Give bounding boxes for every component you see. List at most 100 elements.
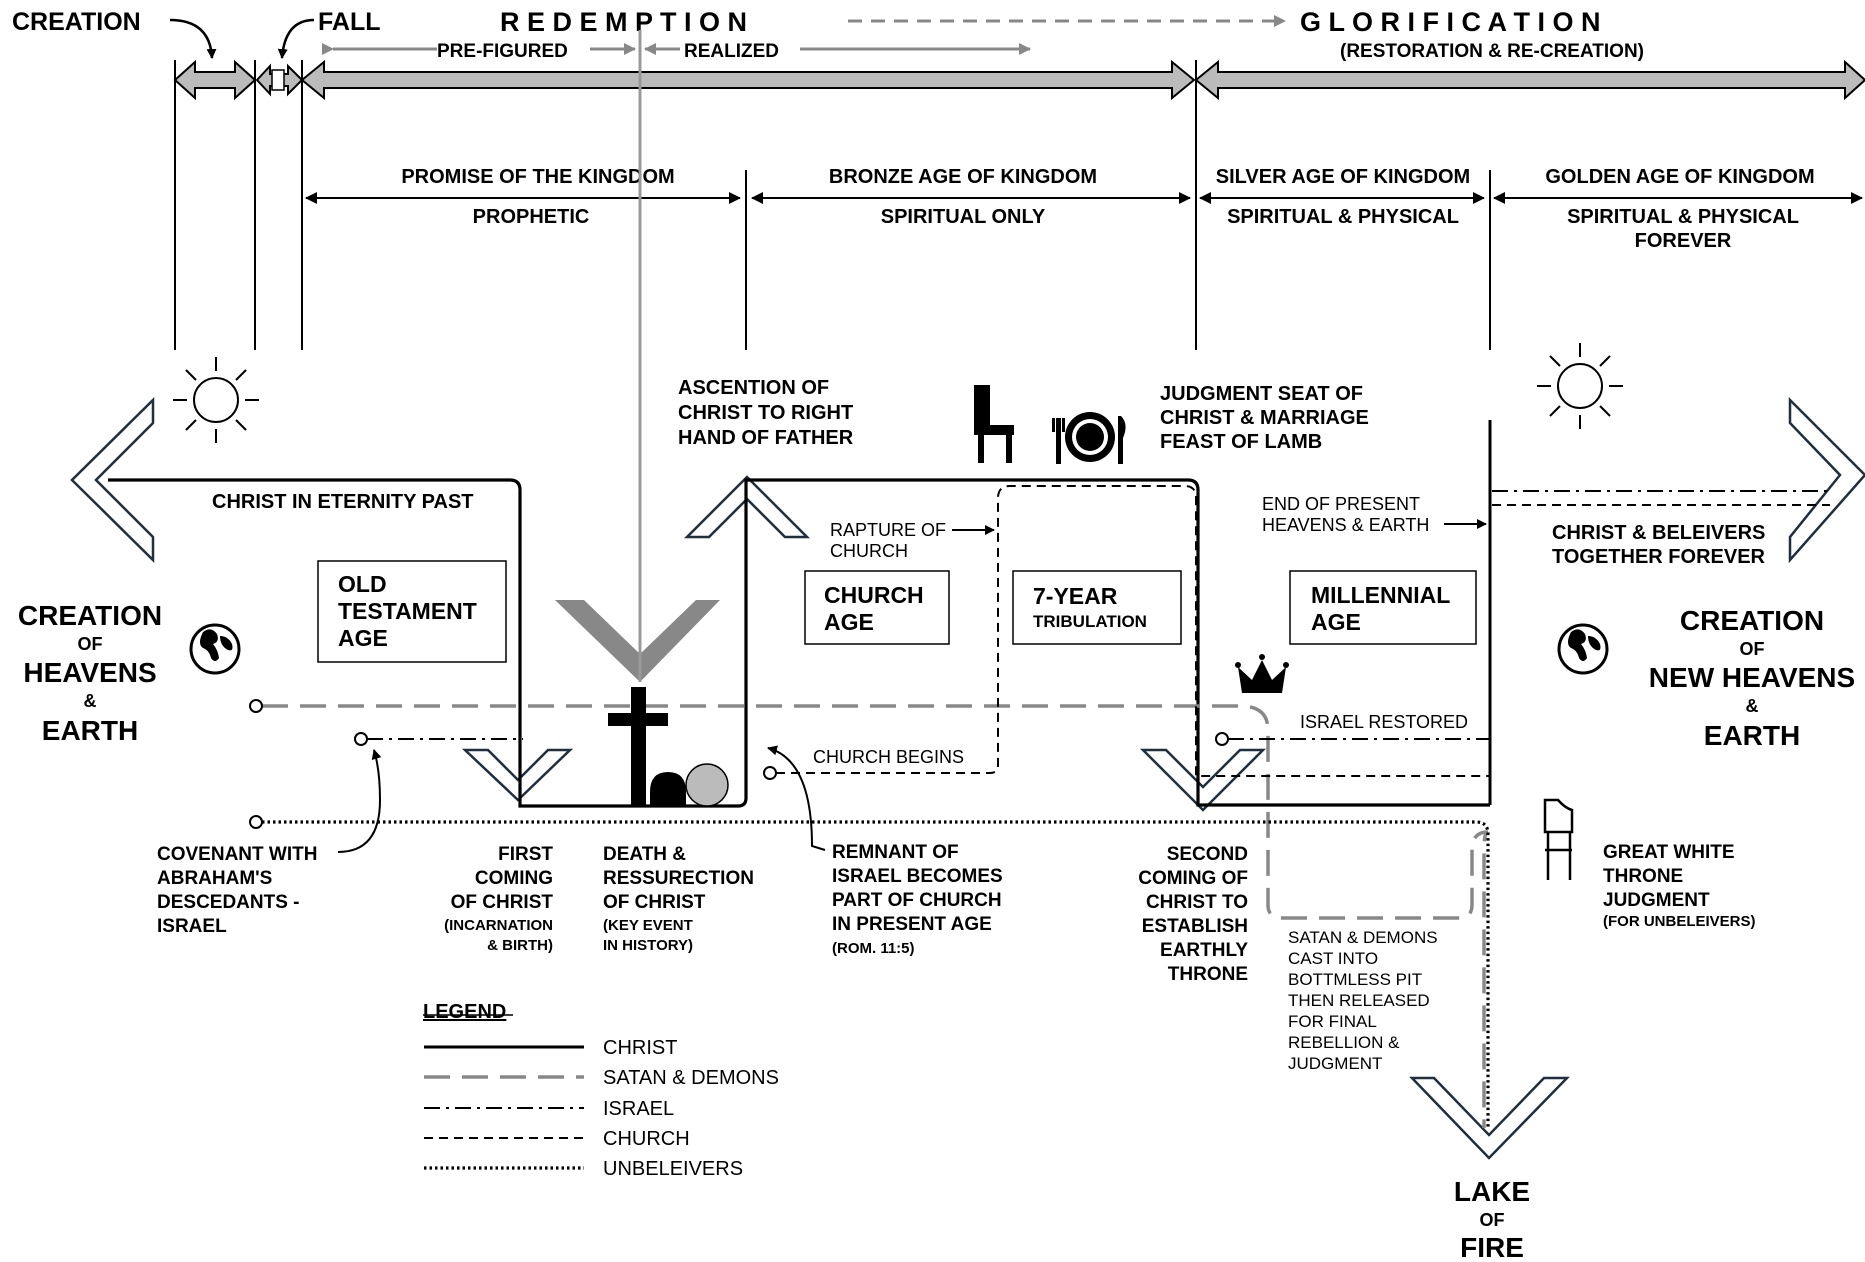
svg-text:CHRIST & MARRIAGE: CHRIST & MARRIAGE [1160, 407, 1369, 429]
first-coming-chevron [461, 748, 574, 802]
svg-text:COMING OF: COMING OF [1138, 868, 1248, 889]
svg-text:EARTH: EARTH [42, 715, 138, 746]
church-age-box [804, 570, 950, 645]
throne-icon [1543, 798, 1574, 880]
svg-text:(ROM. 11:5): (ROM. 11:5) [832, 940, 915, 957]
crown-icon [1235, 654, 1289, 693]
globe-icon [1557, 623, 1609, 675]
together-forever-label: CHRIST & BELEIVERS TOGETHER FOREVER [1552, 522, 1766, 568]
svg-text:CHRIST TO: CHRIST TO [1146, 892, 1248, 913]
israel-restored-node [1215, 732, 1229, 746]
first-coming-label: FIRST COMING OF CHRIST (INCARNATION & BI… [444, 844, 553, 954]
svg-text:GREAT WHITE: GREAT WHITE [1603, 842, 1735, 863]
svg-text:RAPTURE OF: RAPTURE OF [830, 520, 946, 540]
ascension-label: ASCENTION OF CHRIST TO RIGHT HAND OF FAT… [678, 377, 854, 449]
svg-text:IN PRESENT AGE: IN PRESENT AGE [832, 914, 992, 935]
covenant-label: COVENANT WITH ABRAHAM'S DESCEDANTS - ISR… [157, 844, 317, 937]
tribulation-line2: TRIBULATION [1033, 612, 1147, 631]
satan-start-node [249, 699, 263, 713]
glorification-span-bar [1194, 59, 1865, 101]
svg-text:ESTABLISH: ESTABLISH [1142, 916, 1248, 937]
eternity-past-chevron [70, 397, 155, 563]
svg-text:TOGETHER FOREVER: TOGETHER FOREVER [1552, 546, 1766, 568]
legend-label-church: CHURCH [603, 1128, 690, 1150]
svg-text:CHRIST TO RIGHT: CHRIST TO RIGHT [678, 402, 853, 424]
globe-icon [189, 623, 241, 675]
redemption-era-label: R E D E M P T I O N [500, 7, 747, 37]
svg-text:FEAST OF LAMB: FEAST OF LAMB [1160, 431, 1322, 453]
realized-label: REALIZED [684, 41, 779, 62]
great-white-throne-label: GREAT WHITE THRONE JUDGMENT (FOR UNBELEI… [1603, 842, 1756, 930]
svg-text:REMNANT OF: REMNANT OF [832, 842, 959, 863]
svg-text:HAND OF FATHER: HAND OF FATHER [678, 427, 854, 449]
unbelievers-line [262, 820, 1490, 1128]
tomb-icon [650, 763, 729, 807]
creation-heavens-label: CREATION OF HEAVENS & EARTH [18, 600, 162, 746]
fall-era-label: FALL [318, 8, 381, 36]
fall-pointer [277, 18, 315, 59]
svg-text:OF CHRIST: OF CHRIST [451, 892, 554, 913]
israel-restored-label: ISRAEL RESTORED [1300, 712, 1468, 732]
golden-title: GOLDEN AGE OF KINGDOM [1545, 166, 1814, 188]
covenant-pointer [337, 749, 382, 853]
era-span-bars [173, 59, 1865, 101]
svg-text:CHURCH: CHURCH [830, 541, 908, 561]
svg-text:HEAVENS: HEAVENS [23, 657, 156, 688]
legend-label-israel: ISRAEL [603, 1098, 674, 1120]
prefigured-label: PRE-FIGURED [437, 41, 568, 62]
svg-text:CAST INTO: CAST INTO [1288, 949, 1378, 968]
ot-age-line2: TESTAMENT [338, 598, 477, 624]
svg-text:COVENANT WITH: COVENANT WITH [157, 844, 317, 865]
remnant-label: REMNANT OF ISRAEL BECOMES PART OF CHURCH… [832, 842, 1003, 957]
svg-text:FIRST: FIRST [498, 844, 553, 865]
svg-text:(INCARNATION: (INCARNATION [444, 917, 553, 934]
tribulation-box [1012, 570, 1182, 645]
creation-pointer [169, 18, 217, 59]
svg-text:&: & [1746, 696, 1759, 716]
svg-text:EARTHLY: EARTHLY [1160, 940, 1248, 961]
christ-eternity-label: CHRIST IN ETERNITY PAST [212, 491, 474, 513]
svg-text:ISRAEL BECOMES: ISRAEL BECOMES [832, 866, 1003, 887]
svg-text:FOR FINAL: FOR FINAL [1288, 1012, 1377, 1031]
svg-text:DESCEDANTS -: DESCEDANTS - [157, 892, 300, 913]
svg-text:SECOND: SECOND [1167, 844, 1248, 865]
svg-text:ABRAHAM'S: ABRAHAM'S [157, 868, 272, 889]
svg-text:EARTH: EARTH [1704, 720, 1800, 751]
legend-label-satan: SATAN & DEMONS [603, 1067, 779, 1089]
legend: LEGEND CHRIST SATAN & DEMONS ISRAEL CHUR… [423, 1001, 779, 1180]
eternity-future-chevron [1788, 396, 1865, 564]
sun-icon [1537, 343, 1623, 429]
svg-text:END OF PRESENT: END OF PRESENT [1262, 494, 1420, 514]
svg-text:(FOR UNBELEIVERS): (FOR UNBELEIVERS) [1603, 913, 1756, 930]
legend-title: LEGEND [423, 1001, 506, 1023]
chevrons [70, 396, 1865, 1160]
descent-chevron [555, 600, 720, 682]
svg-text:JUDGMENT SEAT OF: JUDGMENT SEAT OF [1160, 383, 1363, 405]
svg-text:JUDGMENT: JUDGMENT [1288, 1054, 1382, 1073]
satan-demons-line [262, 704, 1489, 1128]
legend-label-unbelievers: UNBELEIVERS [603, 1158, 743, 1180]
svg-text:FIRE: FIRE [1460, 1232, 1524, 1262]
church-start-node [763, 766, 777, 780]
golden-sub: SPIRITUAL & PHYSICAL [1567, 206, 1799, 228]
ot-age-line3: AGE [338, 625, 388, 651]
era-dividers [174, 60, 1491, 350]
ascension-chevron [683, 475, 811, 539]
ot-age-box [317, 560, 507, 663]
era-header: CREATION FALL R E D E M P T I O N G L O … [12, 7, 1865, 350]
svg-text:OF: OF [1480, 1210, 1505, 1230]
svg-text:IN HISTORY): IN HISTORY) [603, 937, 693, 954]
svg-text:OF: OF [78, 634, 103, 654]
rapture-label: RAPTURE OF CHURCH [830, 520, 946, 561]
svg-text:COMING: COMING [475, 868, 553, 889]
fall-marker [271, 69, 285, 91]
svg-text:BOTTMLESS PIT: BOTTMLESS PIT [1288, 970, 1422, 989]
svg-text:&: & [84, 691, 97, 711]
silver-sub: SPIRITUAL & PHYSICAL [1227, 206, 1459, 228]
svg-text:ASCENTION OF: ASCENTION OF [678, 377, 829, 399]
millennial-line1: MILLENNIAL [1311, 582, 1450, 608]
chair-icon [974, 385, 1014, 463]
lake-of-fire-label: LAKE OF FIRE [1454, 1176, 1530, 1262]
svg-text:RESSURECTION: RESSURECTION [603, 868, 754, 889]
